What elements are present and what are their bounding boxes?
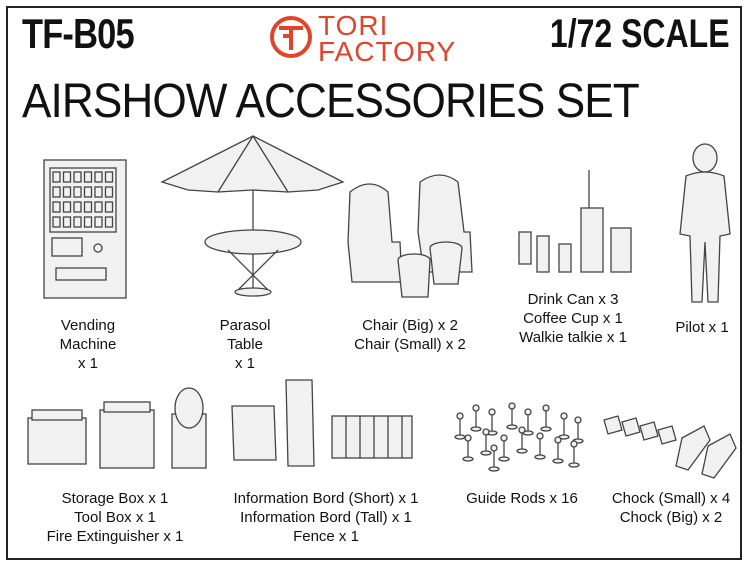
brand-logo: TORI FACTORY [268,10,488,70]
drinks-label-line-2: Coffee Cup x 1 [523,310,623,327]
vending-label: Vending Machine x 1 [48,316,128,373]
vending-slot [62,171,72,183]
guide-rod-base [498,456,510,462]
boards-label-line-3: Fence x 1 [293,528,359,545]
guide-rod-top [518,426,526,434]
guide-rod-top [482,428,490,436]
guide-rod-top [554,436,562,444]
chairs-label-line-1: Chair (Big) x 2 [362,317,458,334]
vending-slot [104,216,114,228]
parasol-label-line-1: Parasol [219,317,271,334]
guide-rod-base [462,456,474,462]
logo-emblem-icon [270,16,312,58]
guide-rod-base [506,424,518,430]
vending-slot [62,216,72,228]
chocks-label: Chock (Small) x 4 Chock (Big) x 2 [598,489,744,527]
card-frame [6,6,742,560]
guide-rod-base [454,434,466,440]
guide-rods-illustration [454,402,584,472]
boards-fence-illustration [231,379,413,467]
vending-slot [104,186,114,198]
guide-rod-top [542,404,550,412]
vending-label-line-3: x 1 [77,355,98,372]
drinks-label-line-3: Walkie talkie x 1 [519,329,627,346]
boxes-label-line-1: Storage Box x 1 [61,490,169,507]
product-code: TF-B05 [22,10,135,57]
boards-label-line-2: Information Bord (Tall) x 1 [240,509,412,526]
guide-rod-top [570,440,578,448]
drinks-illustration [518,170,632,273]
boxes-label-line-3: Fire Extinguisher x 1 [46,528,184,545]
vending-label-line-2: Machine [59,336,117,353]
guide-rod-top [488,408,496,416]
vending-slot [94,171,103,183]
boards-label: Information Bord (Short) x 1 Information… [208,489,444,546]
parasol-label-line-3: x 1 [234,355,255,372]
vending-label-line-1: Vending [60,317,116,334]
vending-slot [52,171,61,183]
brand-line-1: TORI [318,10,389,41]
vending-slot [104,201,114,213]
chocks-label-line-1: Chock (Small) x 4 [611,490,731,507]
vending-slot [83,171,93,183]
guide-rod-base [534,454,546,460]
boxes-illustration [27,387,207,469]
chocks-illustration [603,415,737,479]
vending-slot [83,201,93,213]
vending-slot [94,216,103,228]
parasol-table-illustration [160,135,345,297]
vending-machine-illustration [43,159,127,299]
vending-slot [52,186,61,198]
vending-slot [73,171,82,183]
guide-rod-top [536,432,544,440]
drinks-label: Drink Can x 3 Coffee Cup x 1 Walkie talk… [498,290,648,347]
chairs-illustration [347,174,473,298]
vending-slot [94,201,103,213]
vending-slot [73,186,82,198]
rods-label: Guide Rods x 16 [466,490,578,507]
drinks-label-line-1: Drink Can x 3 [527,291,619,308]
guide-rod-base [516,448,528,454]
pilot-figure-illustration [679,143,731,303]
guide-rod-top [500,434,508,442]
guide-rod-base [552,458,564,464]
guide-rod-base [480,450,492,456]
vending-slot [62,186,72,198]
scale-label: 1/72 SCALE [550,12,730,56]
boards-label-line-1: Information Bord (Short) x 1 [233,490,419,507]
vending-slot [83,186,93,198]
vending-slot [62,201,72,213]
brand-line-2: FACTORY [318,36,457,67]
guide-rod-top [456,412,464,420]
set-title: AIRSHOW ACCESSORIES SET [22,75,640,128]
guide-rod-base [540,426,552,432]
guide-rod-top [524,408,532,416]
chairs-label: Chair (Big) x 2 Chair (Small) x 2 [330,316,490,354]
boxes-label-line-2: Tool Box x 1 [74,509,156,526]
guide-rod-base [470,426,482,432]
guide-rod-top [560,412,568,420]
vending-slot [73,216,82,228]
guide-rod-top [464,434,472,442]
chocks-label-line-2: Chock (Big) x 2 [619,509,723,526]
guide-rod-top [490,444,498,452]
vending-slot [104,171,114,183]
boxes-label: Storage Box x 1 Tool Box x 1 Fire Exting… [26,489,204,546]
vending-slot [52,216,61,228]
guide-rod-base [488,466,500,472]
parasol-label: Parasol Table x 1 [205,316,285,373]
vending-slot [52,201,61,213]
vending-slot [83,216,93,228]
guide-rod-base [568,462,580,468]
pilot-label: Pilot x 1 [675,319,729,336]
guide-rod-top [508,402,516,410]
vending-slot [94,186,103,198]
vending-slot [73,201,82,213]
guide-rod-top [574,416,582,424]
guide-rod-top [472,404,480,412]
chairs-label-line-2: Chair (Small) x 2 [354,336,466,353]
parasol-label-line-2: Table [227,336,263,353]
